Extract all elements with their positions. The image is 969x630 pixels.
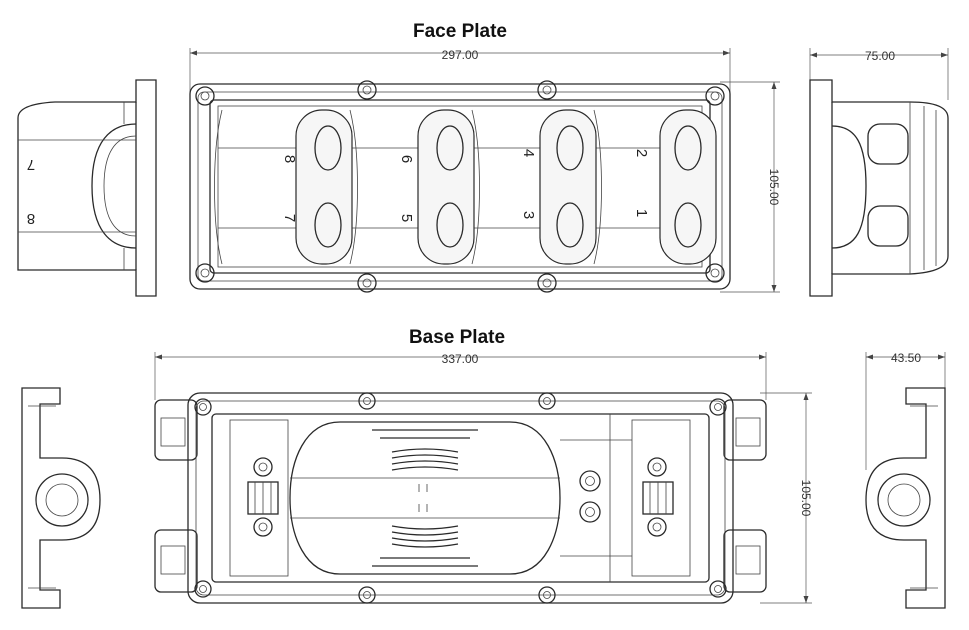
face-plate-title: Face Plate xyxy=(413,21,507,42)
port-label-3: 3 xyxy=(520,211,537,219)
port-label-1: 1 xyxy=(633,209,650,217)
base-plate-height-label: 105.00 xyxy=(799,480,813,517)
base-plate-top-view xyxy=(154,392,767,604)
base-plate-width-dimension: 337.00 xyxy=(154,352,767,400)
port-label-6: 6 xyxy=(398,155,415,163)
base-plate-left-side-view xyxy=(21,387,101,609)
face-plate-left-side-view: 7 8 xyxy=(17,79,157,297)
face-plate-height-label: 105.00 xyxy=(767,169,781,206)
side-label-8: 8 xyxy=(27,210,35,227)
face-plate-right-side-view: 75.00 xyxy=(809,48,949,297)
base-plate-right-side-view: 43.50 xyxy=(865,351,946,609)
face-plate-side-width-label: 75.00 xyxy=(865,49,895,63)
port-label-5: 5 xyxy=(398,214,415,222)
port-numbers: 8 7 6 5 4 3 2 1 xyxy=(281,149,650,222)
face-plate-front-view: 8 7 6 5 4 3 2 1 xyxy=(189,80,731,293)
port-label-8: 8 xyxy=(281,155,298,163)
face-plate-section: Face Plate 297.00 105.00 xyxy=(17,21,949,297)
face-plate-width-label: 297.00 xyxy=(442,48,479,62)
face-plate-width-dimension: 297.00 xyxy=(189,48,731,95)
base-plate-section: Base Plate 337.00 105.00 xyxy=(21,327,946,609)
base-plate-height-dimension: 105.00 xyxy=(760,392,813,604)
base-plate-width-label: 337.00 xyxy=(442,352,479,366)
port-label-7: 7 xyxy=(281,214,298,222)
port-label-2: 2 xyxy=(633,149,650,157)
face-plate-height-dimension: 105.00 xyxy=(720,81,781,293)
side-label-7: 7 xyxy=(27,156,35,173)
port-label-4: 4 xyxy=(520,149,537,157)
port-columns xyxy=(214,109,717,265)
base-plate-side-width-label: 43.50 xyxy=(891,351,921,365)
base-plate-title: Base Plate xyxy=(409,327,505,348)
